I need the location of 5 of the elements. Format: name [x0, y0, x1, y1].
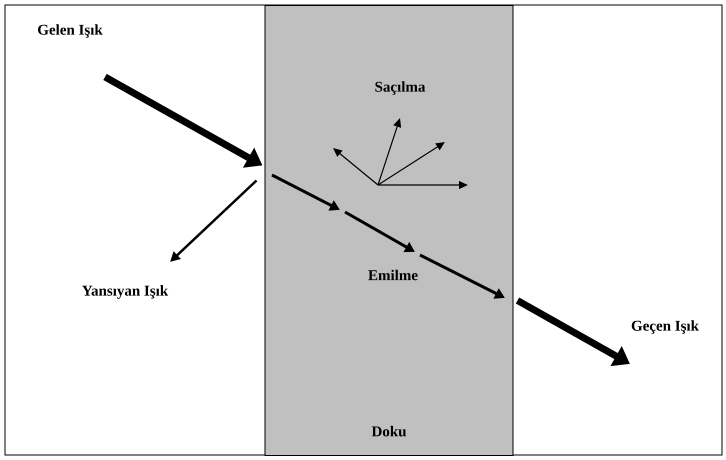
text-label: Geçen Işık — [632, 320, 699, 334]
incident-light-label: Gelen Işık — [38, 24, 103, 38]
text-label: Yansıyan Işık — [82, 285, 168, 299]
text-label: Emilme — [368, 270, 418, 280]
text-label: Saçılma — [375, 81, 426, 95]
